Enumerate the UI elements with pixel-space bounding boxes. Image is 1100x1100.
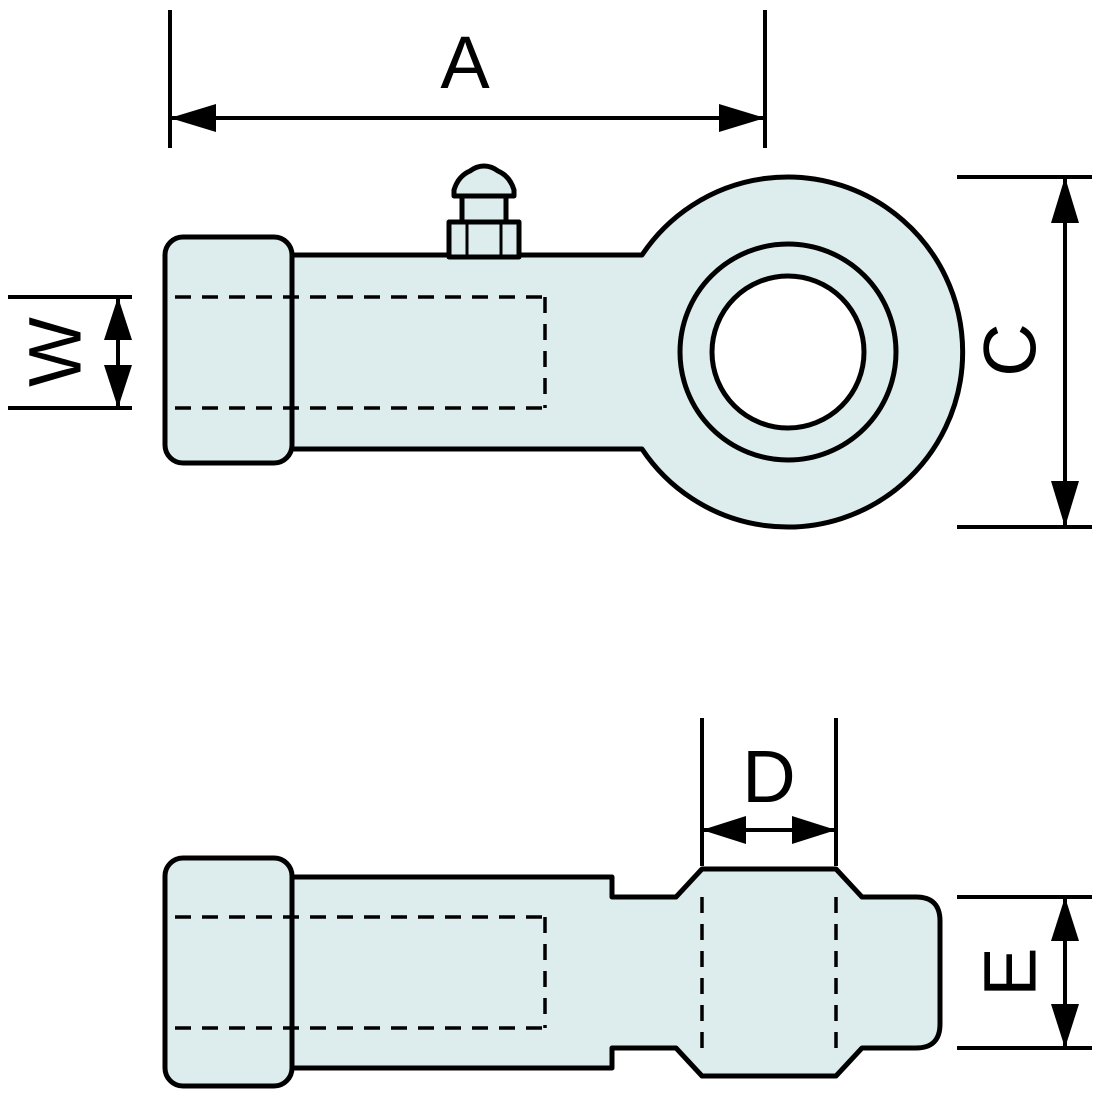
dimension-a: A (168, 10, 767, 148)
plan-view-nut-end (162, 855, 295, 1089)
dim-e-arrow-down (1051, 1004, 1079, 1048)
dim-e-label: E (969, 947, 1052, 996)
plan-view (162, 855, 943, 1089)
dim-w-arrow-down (104, 365, 132, 408)
grease-fitting (446, 163, 522, 260)
grease-fitting-collar (446, 219, 522, 260)
dim-d-arrow-left (702, 816, 746, 844)
dim-e-arrow-up (1051, 897, 1079, 941)
dimension-d: D (700, 718, 838, 866)
side-view (162, 163, 966, 530)
dim-a-label: A (440, 21, 490, 104)
dim-a-arrow-right (719, 104, 765, 132)
side-view-nut-end (162, 234, 295, 466)
dim-d-arrow-right (792, 816, 836, 844)
dim-w-label: W (14, 317, 97, 387)
dimension-w: W (8, 295, 132, 410)
dim-d-label: D (742, 735, 795, 818)
dim-c-arrow-up (1051, 177, 1079, 223)
ball-bore-hole (709, 273, 867, 431)
dim-c-label: C (969, 323, 1052, 376)
dim-a-arrow-left (170, 104, 216, 132)
dimension-c: C (957, 175, 1092, 529)
dim-c-arrow-down (1051, 481, 1079, 527)
grease-fitting-stem (459, 193, 509, 225)
dim-w-arrow-up (104, 297, 132, 340)
plan-view-body (282, 866, 943, 1079)
dimension-e: E (957, 895, 1092, 1050)
grease-fitting-cap (451, 163, 517, 199)
